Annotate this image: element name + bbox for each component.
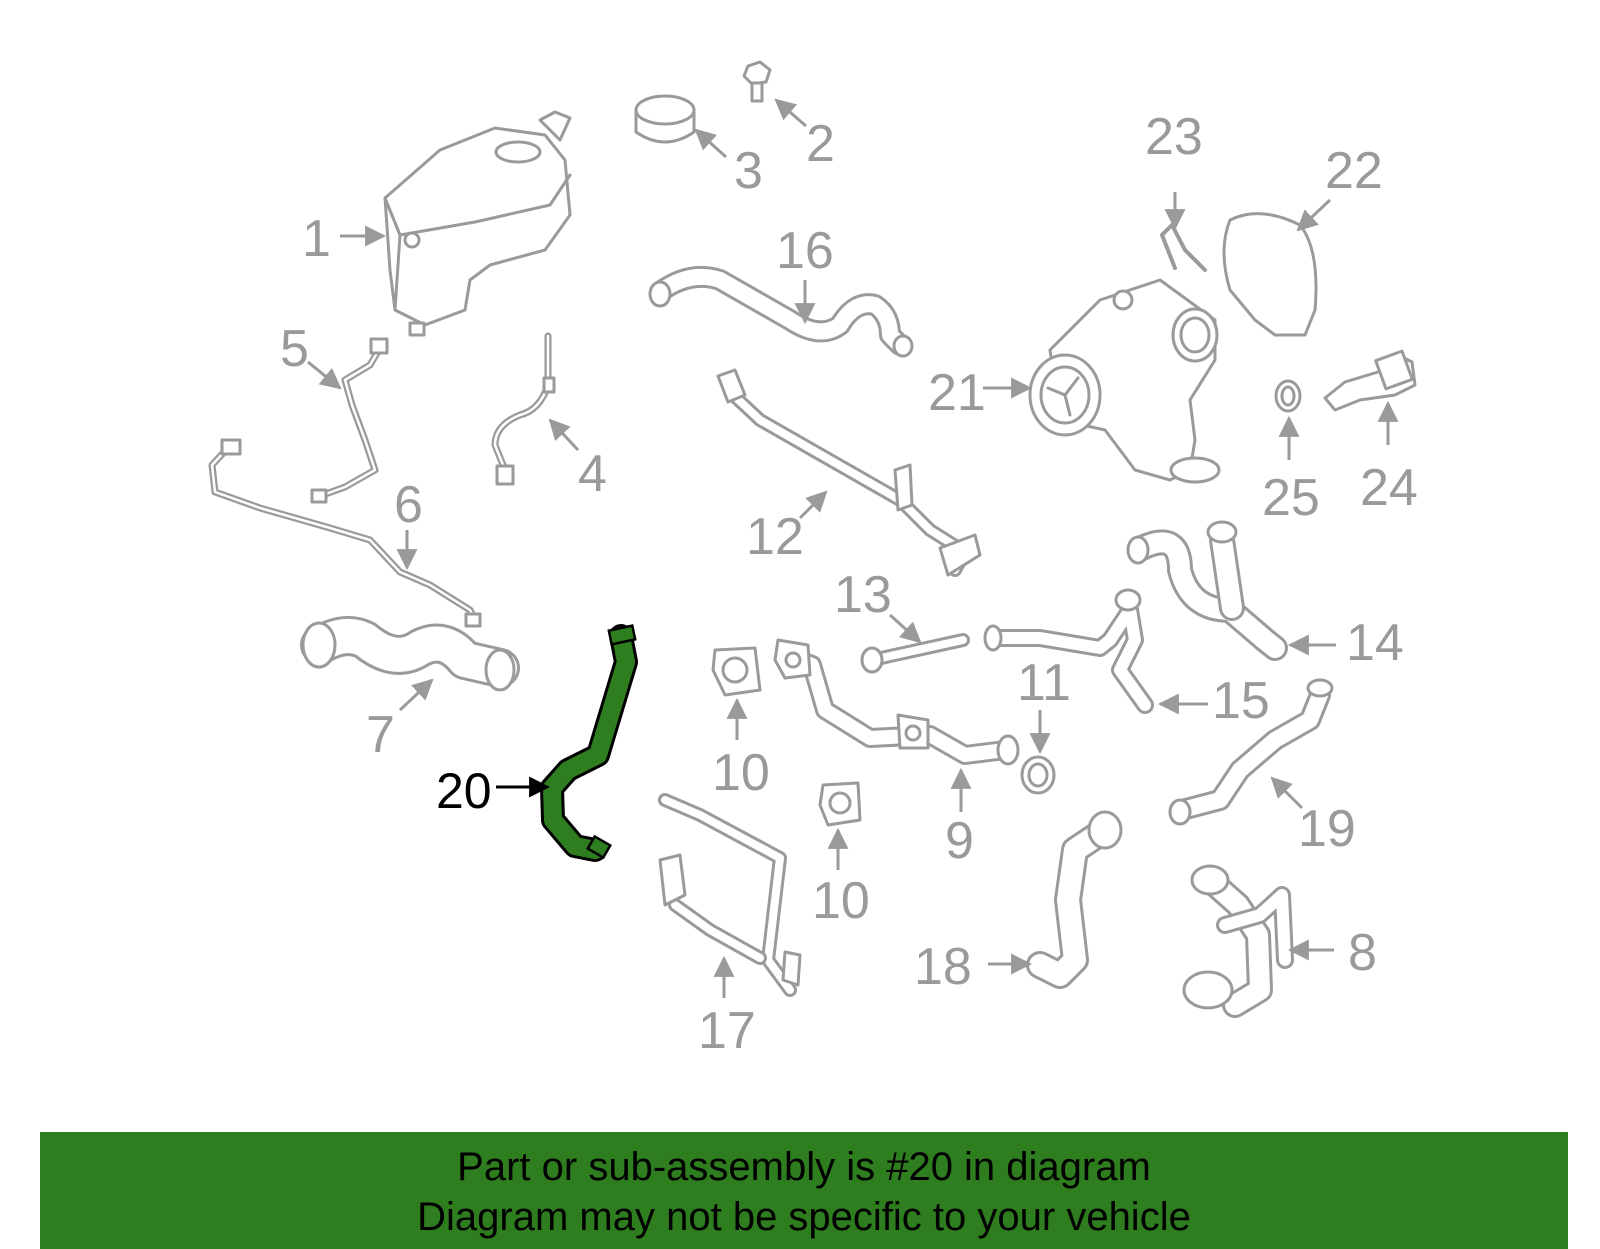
part-10-gasket-upper	[711, 646, 762, 697]
part-18-hose	[1026, 810, 1123, 989]
part-21-thermostat-housing	[1028, 278, 1221, 484]
callout-16: 16	[776, 222, 834, 280]
part-4-sensor-wire	[491, 332, 556, 486]
callout-19: 19	[1298, 800, 1356, 858]
callout-9: 9	[945, 812, 974, 870]
part-2-bolt	[742, 60, 772, 103]
part-12-pipe-bracket	[716, 368, 982, 577]
callout-21: 21	[928, 364, 986, 422]
callout-25: 25	[1262, 469, 1320, 527]
callout-3: 3	[734, 142, 763, 200]
banner-line-1: Part or sub-assembly is #20 in diagram	[457, 1145, 1151, 1189]
leader-22	[1296, 198, 1332, 232]
callout-4: 4	[578, 445, 607, 503]
callout-2: 2	[806, 115, 835, 173]
part-24-sensor	[1323, 349, 1417, 412]
part-8-pipe-assembly	[1182, 864, 1294, 1018]
callout-14: 14	[1346, 614, 1404, 672]
leader-13	[888, 613, 922, 644]
leader-lines	[307, 98, 1399, 998]
callout-5: 5	[280, 320, 309, 378]
leader-2	[774, 98, 807, 128]
callout-7: 7	[366, 706, 395, 764]
leader-19	[1270, 776, 1304, 810]
part-23-clip	[1160, 223, 1207, 272]
leader-12	[798, 490, 828, 520]
callout-12: 12	[746, 508, 804, 566]
callout-labels: 1 2 3 4 5 6 7 8 9 10 10 11 12 13 14 15 1…	[280, 108, 1418, 1060]
leader-4	[548, 418, 580, 452]
part-7-hose	[300, 616, 520, 692]
callout-18: 18	[914, 938, 972, 996]
banner-line-2: Diagram may not be specific to your vehi…	[417, 1195, 1191, 1239]
callout-20: 20	[436, 763, 492, 819]
callout-22: 22	[1325, 142, 1383, 200]
callout-17: 17	[698, 1002, 756, 1060]
callout-10a: 10	[712, 744, 770, 802]
part-6-wire-harness	[208, 438, 482, 628]
callout-6: 6	[394, 476, 423, 534]
part-25-oring	[1274, 379, 1302, 413]
callout-15: 15	[1212, 672, 1270, 730]
part-17-pipe	[658, 793, 802, 997]
part-14-hose	[1126, 520, 1288, 661]
part-9-pipe	[773, 638, 1020, 766]
info-banner: Part or sub-assembly is #20 in diagram D…	[40, 1132, 1568, 1249]
part-13-small-pipe	[860, 633, 970, 674]
part-15-pipe	[983, 588, 1154, 714]
callout-24: 24	[1360, 459, 1418, 517]
part-19-hose	[1168, 678, 1334, 826]
part-3-cap	[634, 94, 696, 144]
callout-8: 8	[1348, 924, 1377, 982]
callout-13: 13	[834, 566, 892, 624]
part-16-hose	[648, 265, 914, 358]
part-22-gasket	[1222, 212, 1318, 337]
leader-3	[694, 128, 728, 159]
part-11-oring	[1020, 755, 1056, 795]
part-20-hose-highlighted	[540, 624, 638, 862]
callout-10b: 10	[812, 872, 870, 930]
leader-5	[307, 360, 342, 390]
part-5-wire-harness	[310, 337, 389, 504]
part-1-reservoir	[383, 110, 572, 337]
callout-1: 1	[302, 210, 331, 268]
leader-7	[398, 678, 434, 712]
callout-23: 23	[1145, 108, 1203, 166]
callout-11: 11	[1017, 654, 1071, 712]
part-10-gasket-lower	[818, 781, 862, 827]
